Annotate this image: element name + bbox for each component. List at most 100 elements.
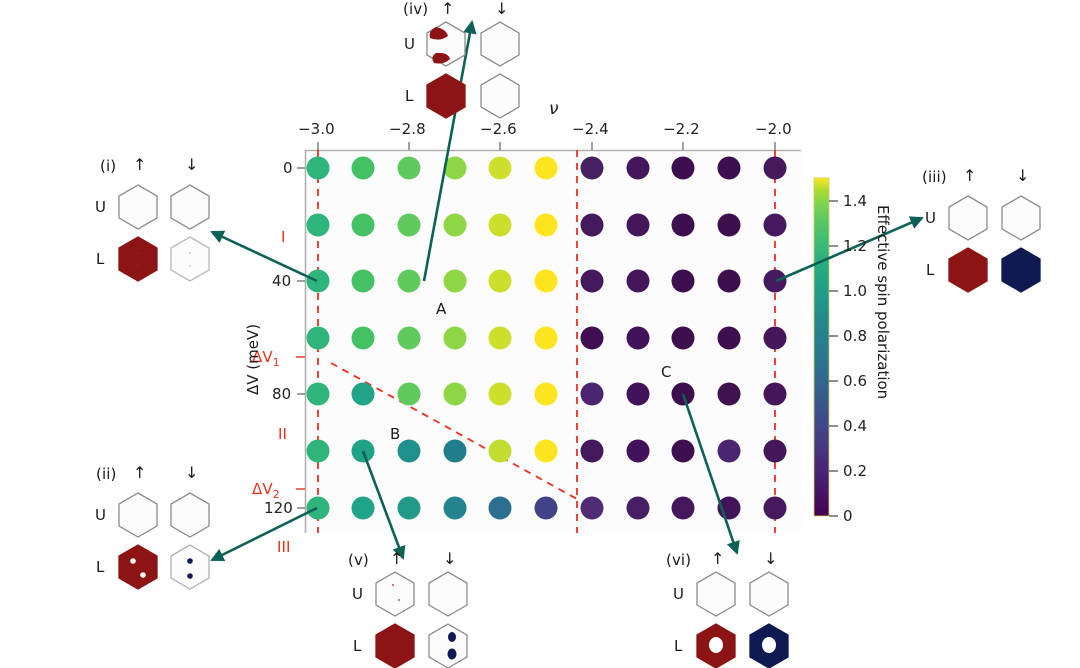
hexagon-upper-spin-up (118, 492, 158, 538)
data-point (763, 156, 787, 180)
hole-dot (762, 637, 776, 653)
spin-down-arrow-icon: ↓ (185, 463, 199, 482)
data-point (626, 156, 650, 180)
data-point (763, 213, 787, 237)
data-point (717, 326, 741, 350)
data-point (306, 382, 330, 406)
inset-iii (948, 195, 1041, 293)
data-point (580, 326, 604, 350)
inset-vi (696, 571, 789, 668)
data-point (671, 496, 695, 520)
y-axis-label: ΔV (meV) (244, 323, 262, 395)
hexagon-upper-spin-up (118, 184, 158, 230)
x-tick-label: −2.2 (663, 120, 700, 138)
x-tick-label: −2.0 (755, 120, 792, 138)
data-point (351, 326, 375, 350)
electron-dot (448, 632, 456, 642)
inset-ii-label: (ii) (96, 465, 117, 483)
data-point (580, 496, 604, 520)
data-point (488, 269, 512, 293)
data-point (534, 326, 558, 350)
inset-ii-lower-layer-label: L (96, 558, 105, 576)
x-axis-ticks (317, 142, 776, 150)
hole-dot (140, 572, 146, 578)
data-point (763, 269, 787, 293)
electron-dot (187, 573, 193, 579)
y-axis-ticks (297, 167, 305, 509)
state-dot (397, 598, 401, 602)
point-label-C: C (661, 363, 672, 381)
region-label-III: III (277, 538, 291, 556)
data-point (443, 213, 467, 237)
data-point (443, 382, 467, 406)
hexagon-lower-spin-down (428, 623, 468, 668)
spin-up-arrow-icon: ↑ (133, 155, 147, 174)
point-label-A: A (436, 300, 447, 318)
data-point (488, 326, 512, 350)
data-point (534, 269, 558, 293)
arrow-to-inset-v (361, 450, 406, 560)
region-label-I: I (281, 228, 286, 246)
inset-i-lower-layer-label: L (96, 250, 105, 268)
data-point (763, 439, 787, 463)
data-point (397, 156, 421, 180)
data-point (671, 213, 695, 237)
data-point (306, 326, 330, 350)
spin-down-arrow-icon: ↓ (764, 549, 778, 568)
data-point (397, 269, 421, 293)
colorbar-tick-label: 0.8 (843, 327, 868, 345)
data-point (717, 269, 741, 293)
data-point (306, 213, 330, 237)
data-point (626, 439, 650, 463)
data-point (306, 439, 330, 463)
arrow-to-inset-vi (681, 393, 740, 555)
hexagon-upper-spin-down (1001, 195, 1041, 241)
data-point (397, 382, 421, 406)
state-dot (137, 252, 139, 254)
hexagon-upper-spin-down (749, 571, 789, 617)
annotation-arrows (210, 20, 924, 562)
inset-i (118, 184, 210, 282)
data-point (306, 496, 330, 520)
colorbar-gradient (813, 177, 830, 517)
data-point (443, 326, 467, 350)
dv2-text: ΔV (252, 480, 273, 498)
data-point (488, 213, 512, 237)
inset-vi-upper-layer-label: U (673, 585, 685, 603)
diagonal-phase-boundary (330, 362, 578, 500)
hole-dot (709, 637, 723, 653)
hexagon-lower-spin-down (170, 236, 210, 282)
inset-v-upper-layer-label: U (352, 585, 364, 603)
data-point (488, 156, 512, 180)
inset-i-upper-layer-label: U (95, 198, 107, 216)
data-point (351, 382, 375, 406)
hexagon-lower-spin-up (375, 623, 415, 668)
y-tick-label-dv2: ΔV2 (252, 480, 280, 501)
spin-down-arrow-icon: ↓ (495, 0, 509, 18)
data-point (351, 156, 375, 180)
colorbar-tick-label: 0.6 (843, 372, 868, 390)
inset-i-label: (i) (100, 157, 117, 175)
inset-iii-label: (iii) (922, 168, 947, 186)
data-point (671, 156, 695, 180)
y-tick-label-dv1: ΔV1 (252, 348, 280, 369)
colorbar-tick-label: 0.4 (843, 417, 868, 435)
data-point (397, 496, 421, 520)
colorbar-ticks (829, 200, 838, 517)
data-point (534, 382, 558, 406)
data-point (443, 269, 467, 293)
dv1-subscript: 1 (272, 356, 280, 369)
colorbar-tick-label: 1.0 (843, 282, 868, 300)
data-point (351, 213, 375, 237)
colorbar-tick-label: 0.2 (843, 462, 868, 480)
hexagon-lower-spin-up (118, 544, 158, 590)
inset-iii-upper-layer-label: U (925, 209, 937, 227)
partial-fill-up-upper (429, 27, 448, 40)
spin-up-arrow-icon: ↑ (711, 549, 725, 568)
spin-down-arrow-icon: ↓ (185, 155, 199, 174)
inset-iv-upper-layer-label: U (404, 35, 416, 53)
data-point (580, 269, 604, 293)
inset-v (375, 571, 468, 668)
data-point (580, 382, 604, 406)
